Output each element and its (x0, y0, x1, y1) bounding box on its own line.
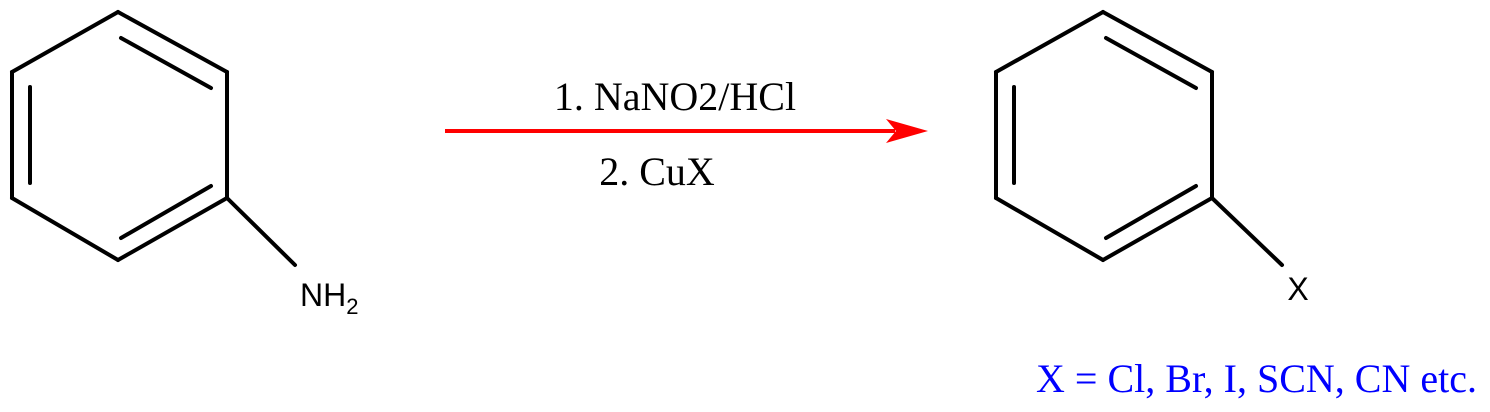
amino-group-label: NH2 (300, 277, 358, 319)
substituent-note: X = Cl, Br, I, SCN, CN etc. (1036, 356, 1477, 401)
reactant-aniline: NH2 (10, 10, 358, 319)
product-aryl-halide: X (994, 10, 1309, 307)
reaction-conditions-step1: 1. NaNO2/HCl (554, 74, 796, 119)
c-x-bond (1210, 196, 1284, 267)
substituent-x-label: X (1287, 271, 1308, 307)
benzene-ring-product (994, 10, 1214, 262)
benzene-ring-reactant (10, 10, 229, 262)
c-n-bond (225, 196, 297, 267)
reaction-conditions-step2: 2. CuX (599, 149, 715, 194)
reaction-arrow (445, 119, 928, 143)
